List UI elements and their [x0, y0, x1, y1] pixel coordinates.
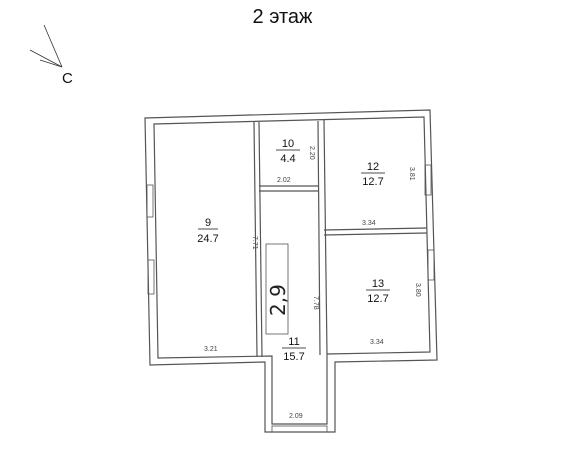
- dim-room13-width: 3.34: [370, 339, 384, 346]
- dim-room10-height: 2.20: [308, 146, 315, 160]
- dim-room11-height: 7.78: [312, 296, 319, 310]
- room-12: 12 12.7: [361, 161, 385, 188]
- dim-room12-height: 3.81: [408, 167, 415, 181]
- dim-room11-width: 2.09: [289, 413, 303, 420]
- dim-room13-height: 3.80: [414, 283, 421, 297]
- floor-title: 2 этаж: [252, 6, 313, 28]
- interior-walls: [253, 119, 428, 358]
- stair-box: [265, 243, 289, 335]
- room-area: 12.7: [362, 176, 383, 188]
- room-area: 15.7: [283, 351, 304, 363]
- dim-room9-width: 3.21: [204, 346, 218, 353]
- room-9: 9 24.7: [197, 217, 218, 245]
- room-number: 12: [367, 161, 379, 173]
- handwritten-annotation: 2,9: [266, 284, 290, 316]
- room-area: 4.4: [280, 153, 295, 165]
- dim-room10-width: 2.02: [277, 177, 291, 184]
- room-number: 9: [205, 217, 211, 229]
- windows: [146, 164, 435, 433]
- north-arrow-icon: [29, 24, 63, 68]
- room-area: 24.7: [197, 233, 218, 245]
- room-11: 11 15.7: [282, 336, 306, 363]
- room-13: 13 12.7: [366, 278, 390, 305]
- room-number: 10: [282, 138, 294, 150]
- room-number: 13: [372, 278, 384, 290]
- north-label: С: [62, 70, 73, 87]
- room-10: 10 4.4: [276, 138, 300, 165]
- dim-room9-height: 7.71: [251, 236, 258, 250]
- room-area: 12.7: [367, 293, 388, 305]
- dim-room12-width: 3.34: [362, 220, 376, 227]
- room-number: 11: [288, 336, 299, 348]
